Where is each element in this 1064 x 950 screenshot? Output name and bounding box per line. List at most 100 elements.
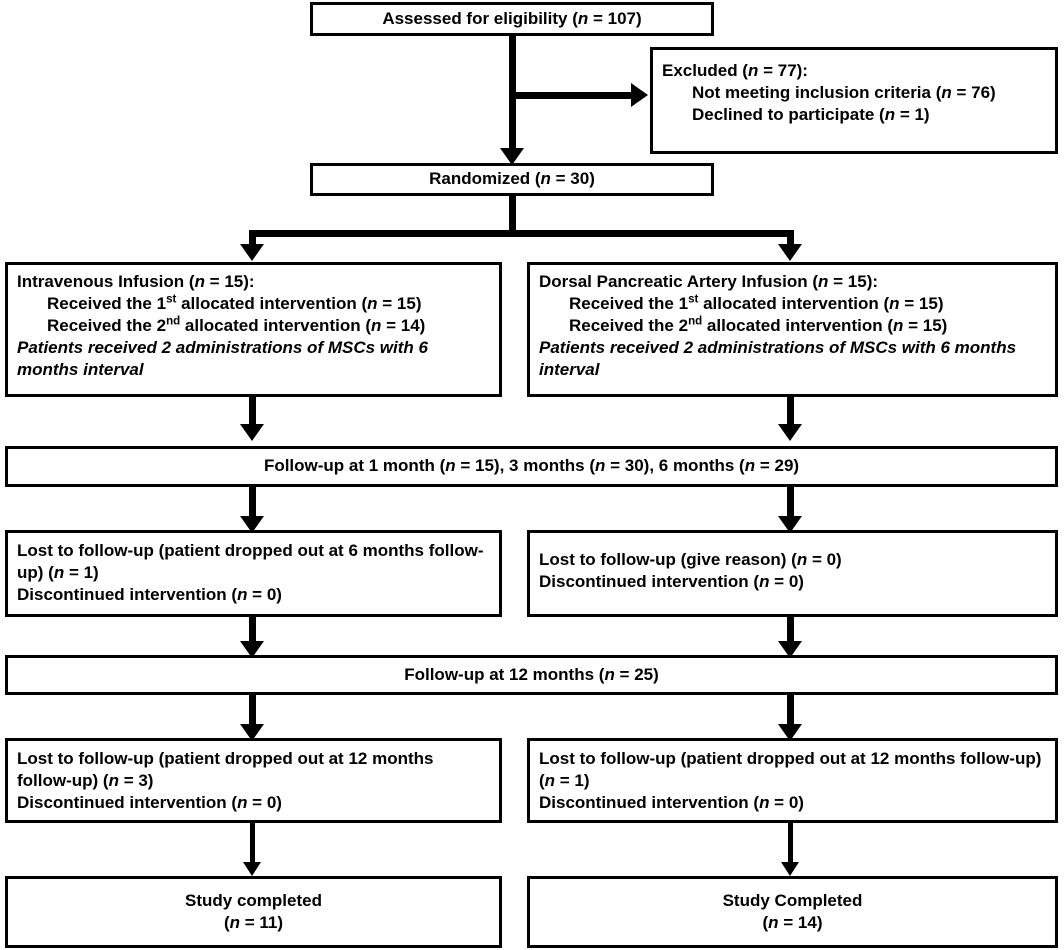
completed-left-paren-open: ( [223,913,230,932]
discontinued-12m-right-count: = 0) [769,793,804,813]
lost-6m-right-reason: Lost to follow-up (give reason) ( [539,550,797,569]
excluded-line-declined: Declined to participate (n = 1) [662,104,1046,126]
alloc-left-first-mid: allocated intervention ( [176,294,368,314]
alloc-left-heading: Intravenous Infusion (n = 15): [17,271,490,293]
discontinued-6m-right-count: = 0) [769,572,804,592]
n-symbol: n [818,272,829,291]
arrow-lost12-to-completed-right [781,862,799,876]
n-symbol: n [237,793,248,813]
alloc-right-first-mid: allocated intervention ( [698,294,890,314]
arrow-followup12-to-lost12-left [240,724,264,741]
excluded-total-count: = 77): [758,61,808,80]
alloc-left-second-mid: allocated intervention ( [180,316,371,336]
n-symbol: n [759,793,770,813]
lost-6m-left-line1: Lost to follow-up (patient dropped out a… [17,540,490,584]
arrow-left-alloc-to-followup [240,424,264,441]
ordinal-suffix: st [688,293,699,306]
node-lost-12m-right: Lost to follow-up (patient dropped out a… [527,738,1058,823]
n-symbol: n [604,664,615,684]
connector-randomized-split [249,230,794,237]
lost-6m-left-count: = 1) [64,563,99,583]
ordinal-suffix: nd [688,315,703,328]
n-symbol: n [768,913,779,932]
lost-12m-left-reason: Lost to follow-up (patient dropped out a… [17,749,434,791]
declined-label: Declined to participate ( [692,105,885,125]
n-symbol: n [544,771,556,791]
arrow-followup-to-lost6m-left [240,516,264,533]
assessed-label: Assessed for eligibility ( [382,8,578,28]
lost-12m-right-line1: Lost to follow-up (patient dropped out a… [539,748,1046,792]
connector-enrollment-to-excluded [509,92,633,99]
n-symbol: n [892,316,904,336]
connector-followup12-to-lost12-right [787,695,794,727]
arrow-followup12-to-lost12-right [778,724,802,741]
arrow-followup-to-lost6m-right [778,516,802,533]
alloc-right-received-first: Received the 1st allocated intervention … [539,293,1046,315]
alloc-right-second-count: = 15) [903,316,948,336]
lost-12m-right-line2: Discontinued intervention (n = 0) [539,792,1046,814]
arrow-randomized-to-right-arm [778,244,802,261]
followup-6months-count: = 29) [755,456,800,476]
n-symbol: n [194,272,205,291]
alloc-left-second-count: = 14) [381,316,426,336]
excluded-total-label: Excluded ( [662,61,748,80]
n-symbol: n [53,563,65,583]
connector-lost12-to-completed-left [250,823,255,865]
completed-right-count-line: (n = 14) [539,912,1046,934]
completed-right-count: = 14) [778,913,823,932]
n-symbol: n [747,61,759,80]
connector-lost6m-to-followup12-right [787,617,794,644]
alloc-right-received-second: Received the 2nd allocated intervention … [539,315,1046,337]
alloc-right-arm-count: = 15): [828,272,879,291]
arrow-enrollment-to-randomized [500,148,524,165]
connector-randomized-to-right-arm [787,230,794,252]
node-lost-6m-right: Lost to follow-up (give reason) (n = 0) … [527,530,1058,617]
excluded-line-not-meeting: Not meeting inclusion criteria (n = 76) [662,82,1046,104]
arrow-right-alloc-to-followup [778,424,802,441]
discontinued-12m-left-count: = 0) [247,793,282,813]
lost-6m-right-line2: Discontinued intervention (n = 0) [539,571,1046,593]
followup-12months-count: = 25) [614,664,659,684]
alloc-right-first-count: = 15) [899,294,944,314]
alloc-left-note: Patients received 2 administrations of M… [17,338,428,380]
declined-count: = 1) [895,105,930,125]
alloc-right-heading: Dorsal Pancreatic Artery Infusion (n = 1… [539,271,1046,293]
alloc-left-second-label: Received the 2 [47,316,167,336]
alloc-right-note: Patients received 2 administrations of M… [539,338,1017,380]
node-allocation-left: Intravenous Infusion (n = 15): Received … [5,262,502,397]
arrow-lost6m-to-followup12-right [778,641,802,658]
randomized-label: Randomized ( [429,169,541,189]
connector-lost6m-to-followup12-left [249,617,256,644]
lost-12m-right-reason: Lost to follow-up (patient dropped out a… [539,749,1042,791]
n-symbol: n [796,550,808,569]
not-meeting-count: = 76) [951,83,996,103]
n-symbol: n [108,771,119,791]
n-symbol: n [445,456,456,476]
not-meeting-label: Not meeting inclusion criteria ( [692,83,942,103]
n-symbol: n [744,456,756,476]
connector-followup12-to-lost12-left [249,695,256,727]
followup-1month-label: Follow-up at 1 month ( [263,456,446,476]
connector-right-alloc-to-followup [787,396,794,426]
completed-left-label: Study completed [185,890,322,910]
discontinued-6m-left-label: Discontinued intervention ( [17,585,238,605]
node-followup-12-months: Follow-up at 12 months (n = 25) [5,655,1058,695]
n-symbol: n [884,105,896,125]
connector-randomized-to-left-arm [249,230,256,252]
node-followup-early: Follow-up at 1 month (n = 15), 3 months … [5,446,1058,487]
completed-left-count: = 11) [240,913,284,932]
n-symbol: n [759,572,770,592]
alloc-left-first-count: = 15) [377,294,422,314]
ordinal-suffix: nd [166,315,181,328]
randomized-count: = 30) [550,169,595,189]
alloc-right-first-label: Received the 1 [569,294,689,314]
followup-12months-label: Follow-up at 12 months ( [404,664,605,684]
arrow-lost6m-to-followup12-left [240,641,264,658]
alloc-left-first-label: Received the 1 [47,294,167,314]
node-study-completed-right: Study Completed (n = 14) [527,876,1058,948]
n-symbol: n [577,8,589,28]
n-symbol: n [370,316,382,336]
node-study-completed-left: Study completed (n = 11) [5,876,502,948]
node-assessed-for-eligibility: Assessed for eligibility (n = 107) [310,2,714,36]
connector-followup-to-lost6m-left [249,487,256,519]
